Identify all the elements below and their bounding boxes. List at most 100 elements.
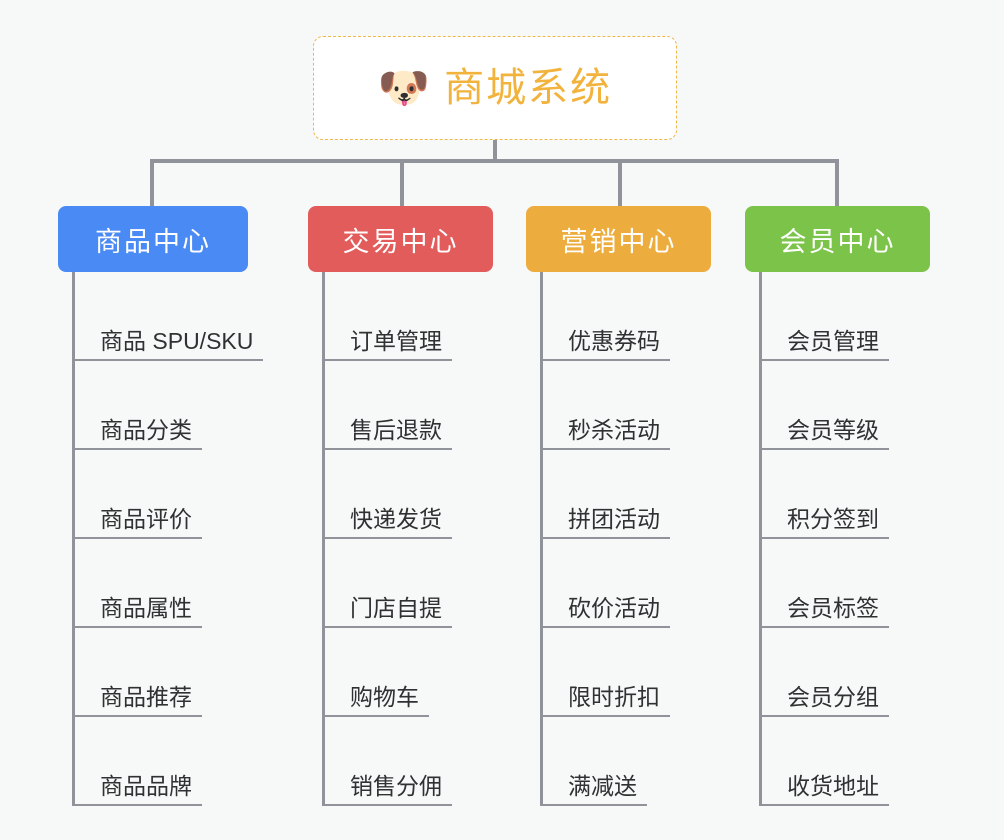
list-item[interactable]: 会员等级: [745, 361, 930, 450]
list-item[interactable]: 商品分类: [58, 361, 248, 450]
connector-horizontal-bus: [150, 159, 839, 163]
list-item[interactable]: 会员管理: [745, 272, 930, 361]
branch-header-label: 商品中心: [95, 226, 211, 257]
leaf-label: 拼团活动: [558, 507, 670, 539]
leaf-connector-stub: [540, 536, 560, 539]
leaf-label: 满减送: [558, 774, 647, 806]
leaf-connector-stub: [540, 714, 560, 717]
list-item[interactable]: 满减送: [526, 717, 711, 806]
leaf-connector-stub: [759, 447, 779, 450]
list-item[interactable]: 门店自提: [308, 539, 493, 628]
leaf-stack-1: 商品 SPU/SKU 商品分类 商品评价 商品属性 商品推荐 商品品牌: [58, 272, 264, 806]
connector-root-stem: [493, 140, 497, 163]
list-item[interactable]: 积分签到: [745, 450, 930, 539]
branch-header-4[interactable]: 会员中心: [745, 206, 930, 272]
leaf-label: 秒杀活动: [558, 418, 670, 450]
leaf-connector-stub: [759, 358, 779, 361]
list-item[interactable]: 商品属性: [58, 539, 248, 628]
leaf-connector-stub: [759, 625, 779, 628]
list-item[interactable]: 商品品牌: [58, 717, 248, 806]
list-item[interactable]: 商品评价: [58, 450, 248, 539]
list-item[interactable]: 会员标签: [745, 539, 930, 628]
leaf-label: 优惠券码: [558, 329, 670, 361]
list-item[interactable]: 售后退款: [308, 361, 493, 450]
leaf-connector-stub: [540, 625, 560, 628]
leaf-label: 商品分类: [90, 418, 202, 450]
leaf-label: 积分签到: [777, 507, 889, 539]
list-item[interactable]: 砍价活动: [526, 539, 711, 628]
leaf-connector-stub: [72, 625, 92, 628]
list-item[interactable]: 限时折扣: [526, 628, 711, 717]
leaf-label: 购物车: [340, 685, 429, 717]
connector-drop-2: [400, 159, 404, 206]
leaf-connector-stub: [540, 803, 560, 806]
leaf-label: 商品 SPU/SKU: [90, 329, 264, 361]
leaf-label: 会员分组: [777, 685, 889, 717]
branch-header-label: 交易中心: [342, 226, 459, 257]
leaf-label: 快递发货: [340, 507, 452, 539]
leaf-connector-stub: [540, 358, 560, 361]
leaf-label: 会员管理: [777, 329, 889, 361]
leaf-label: 订单管理: [340, 329, 452, 361]
branch-header-2[interactable]: 交易中心: [308, 206, 493, 272]
connector-drop-1: [150, 159, 154, 206]
list-item[interactable]: 快递发货: [308, 450, 493, 539]
leaf-label: 商品评价: [90, 507, 202, 539]
leaf-connector-stub: [322, 625, 342, 628]
root-node[interactable]: 🐶 商城系统: [313, 36, 677, 140]
leaf-connector-stub: [72, 803, 92, 806]
list-item[interactable]: 订单管理: [308, 272, 493, 361]
leaf-label: 售后退款: [340, 418, 452, 450]
branch-header-1[interactable]: 商品中心: [58, 206, 248, 272]
list-item[interactable]: 购物车: [308, 628, 493, 717]
branch-header-label: 会员中心: [779, 226, 896, 257]
leaf-connector-stub: [322, 803, 342, 806]
leaf-trunk-2: [322, 272, 325, 806]
leaf-stack-4: 会员管理 会员等级 积分签到 会员标签 会员分组 收货地址: [745, 272, 930, 806]
leaf-label: 门店自提: [340, 596, 452, 628]
leaf-label: 砍价活动: [558, 596, 670, 628]
leaf-connector-stub: [72, 358, 92, 361]
leaf-label: 会员标签: [777, 596, 889, 628]
leaf-label: 商品推荐: [90, 685, 202, 717]
leaf-connector-stub: [72, 536, 92, 539]
leaf-label: 限时折扣: [558, 685, 670, 717]
leaf-connector-stub: [540, 447, 560, 450]
list-item[interactable]: 收货地址: [745, 717, 930, 806]
leaf-connector-stub: [72, 714, 92, 717]
list-item[interactable]: 会员分组: [745, 628, 930, 717]
leaf-trunk-3: [540, 272, 543, 806]
leaf-trunk-1: [72, 272, 75, 806]
leaf-connector-stub: [322, 714, 342, 717]
shiba-dog-face-icon: 🐶: [377, 64, 431, 111]
branch-column-4: 会员中心 会员管理 会员等级 积分签到 会员标签 会员分组: [745, 206, 930, 806]
leaf-connector-stub: [72, 447, 92, 450]
root-title: 商城系统: [444, 66, 613, 110]
list-item[interactable]: 商品推荐: [58, 628, 248, 717]
leaf-connector-stub: [759, 803, 779, 806]
branch-column-1: 商品中心 商品 SPU/SKU 商品分类 商品评价 商品属性 商品推荐: [58, 206, 264, 806]
branch-header-3[interactable]: 营销中心: [526, 206, 711, 272]
connector-drop-3: [618, 159, 622, 206]
branch-column-3: 营销中心 优惠券码 秒杀活动 拼团活动 砍价活动 限时折扣: [526, 206, 711, 806]
leaf-connector-stub: [322, 447, 342, 450]
leaf-connector-stub: [759, 714, 779, 717]
list-item[interactable]: 秒杀活动: [526, 361, 711, 450]
leaf-stack-2: 订单管理 售后退款 快递发货 门店自提 购物车 销售分佣: [308, 272, 493, 806]
leaf-label: 销售分佣: [340, 774, 452, 806]
leaf-label: 商品属性: [90, 596, 202, 628]
leaf-label: 会员等级: [777, 418, 889, 450]
leaf-connector-stub: [322, 358, 342, 361]
leaf-connector-stub: [322, 536, 342, 539]
leaf-label: 收货地址: [777, 774, 889, 806]
leaf-trunk-4: [759, 272, 762, 806]
list-item[interactable]: 优惠券码: [526, 272, 711, 361]
leaf-stack-3: 优惠券码 秒杀活动 拼团活动 砍价活动 限时折扣 满减送: [526, 272, 711, 806]
list-item[interactable]: 商品 SPU/SKU: [58, 272, 264, 361]
list-item[interactable]: 销售分佣: [308, 717, 493, 806]
connector-drop-4: [835, 159, 839, 206]
list-item[interactable]: 拼团活动: [526, 450, 711, 539]
branch-header-label: 营销中心: [560, 226, 677, 257]
leaf-label: 商品品牌: [90, 774, 202, 806]
